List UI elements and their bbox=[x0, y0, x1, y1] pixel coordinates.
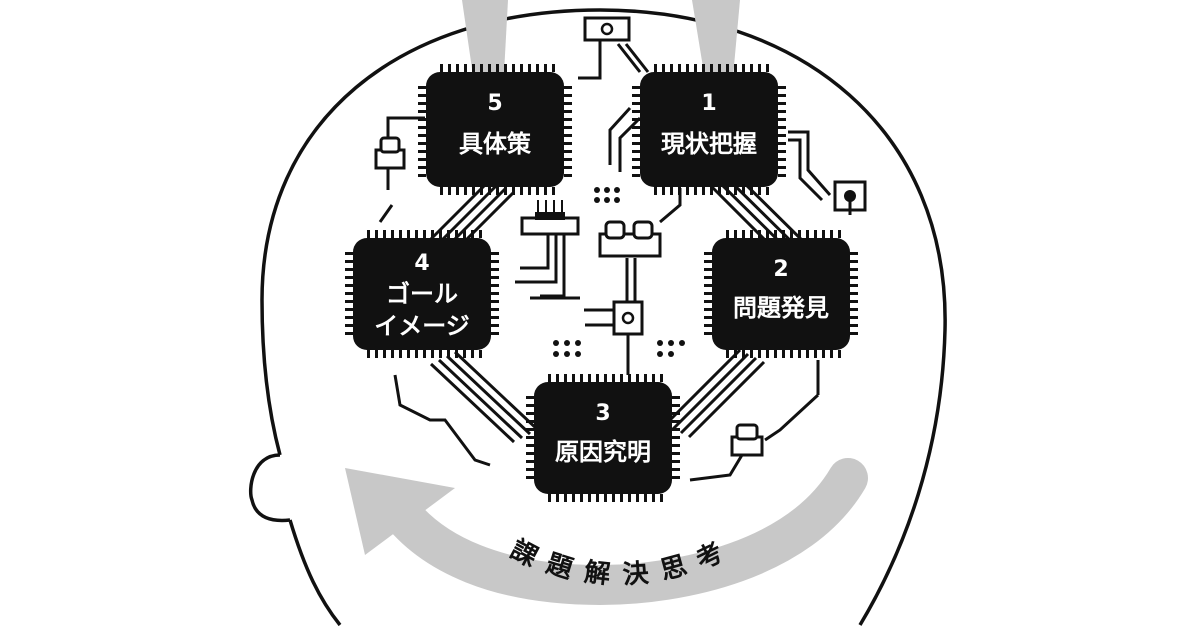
chip-5-number: 5 bbox=[487, 91, 502, 116]
chip-2-number: 2 bbox=[773, 257, 788, 282]
chip-1-number: 1 bbox=[701, 91, 716, 116]
chip-5-label-line: 具体策 bbox=[459, 130, 532, 158]
chip-4-pins bbox=[345, 230, 499, 358]
chip-1: 1 現状把握 bbox=[632, 64, 786, 195]
chip-4-body bbox=[353, 238, 491, 350]
chip-3-body bbox=[534, 382, 672, 494]
chip-3-pins bbox=[526, 374, 680, 502]
chip-4-label-line: ゴール bbox=[386, 280, 458, 308]
chip-1-body bbox=[640, 72, 778, 187]
chip-1-pins bbox=[632, 64, 786, 195]
circuit-components bbox=[374, 16, 867, 457]
chip-3: 3 原因究明 bbox=[526, 374, 680, 502]
cycle-label-char: 決 bbox=[622, 558, 651, 590]
chip-2-pins bbox=[704, 230, 858, 358]
cycle-label-char: 解 bbox=[583, 558, 612, 591]
chip-3-number: 3 bbox=[595, 401, 610, 426]
cycle-arrow bbox=[345, 458, 868, 606]
chip-2: 2 問題発見 bbox=[704, 230, 858, 358]
chip-4-number: 4 bbox=[414, 251, 429, 276]
chip-5-pins bbox=[418, 64, 572, 195]
chip-2-label-line: 問題発見 bbox=[733, 294, 829, 322]
chip-5-body bbox=[426, 72, 564, 187]
chip-3-label-line: 原因究明 bbox=[555, 438, 651, 466]
chip-5: 5 具体策 bbox=[418, 64, 572, 195]
head-outline bbox=[248, 8, 947, 627]
chip-2-body bbox=[712, 238, 850, 350]
chip-4-label-line: イメージ bbox=[374, 312, 470, 340]
chip-1-label-line: 現状把握 bbox=[661, 130, 757, 158]
